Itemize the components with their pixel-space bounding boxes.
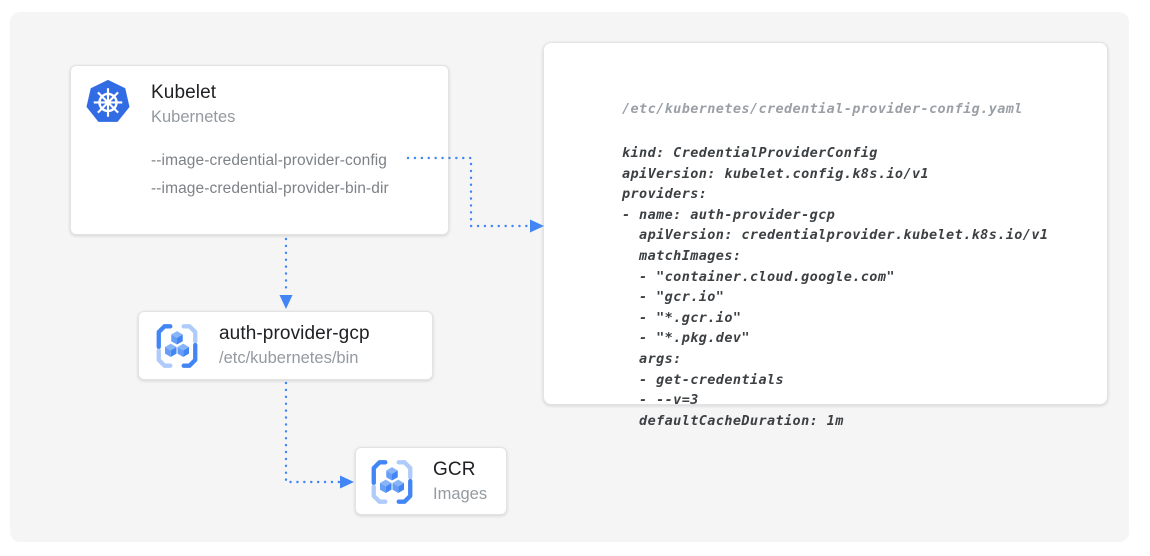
config-file-path: /etc/kubernetes/credential-provider-conf…	[622, 101, 1023, 117]
gcr-cubes-icon	[368, 458, 416, 506]
auth-provider-card-subtitle: /etc/kubernetes/bin	[219, 349, 359, 367]
credential-provider-config-panel: /etc/kubernetes/credential-provider-conf…	[543, 42, 1108, 429]
auth-provider-card-title: auth-provider-gcp	[219, 323, 370, 344]
kubelet-card: Kubelet Kubernetes --image-credential-pr…	[70, 65, 449, 235]
kubelet-flag-bin-dir: --image-credential-provider-bin-dir	[151, 180, 389, 197]
kubelet-flag-config: --image-credential-provider-config	[151, 152, 387, 169]
auth-provider-gcp-card: auth-provider-gcp /etc/kubernetes/bin	[138, 311, 433, 380]
gcr-card: GCR Images	[355, 447, 507, 515]
kubelet-card-subtitle: Kubernetes	[151, 108, 236, 126]
kubelet-card-title: Kubelet	[151, 82, 217, 103]
gcr-card-subtitle: Images	[433, 485, 488, 503]
yaml-code-block: kind: CredentialProviderConfig apiVersio…	[622, 145, 1049, 429]
kubernetes-helm-icon	[85, 79, 131, 125]
kubelet-flag-list: --image-credential-provider-config --ima…	[151, 147, 389, 203]
gcr-cubes-icon	[153, 322, 201, 370]
gcr-card-title: GCR	[433, 459, 476, 480]
